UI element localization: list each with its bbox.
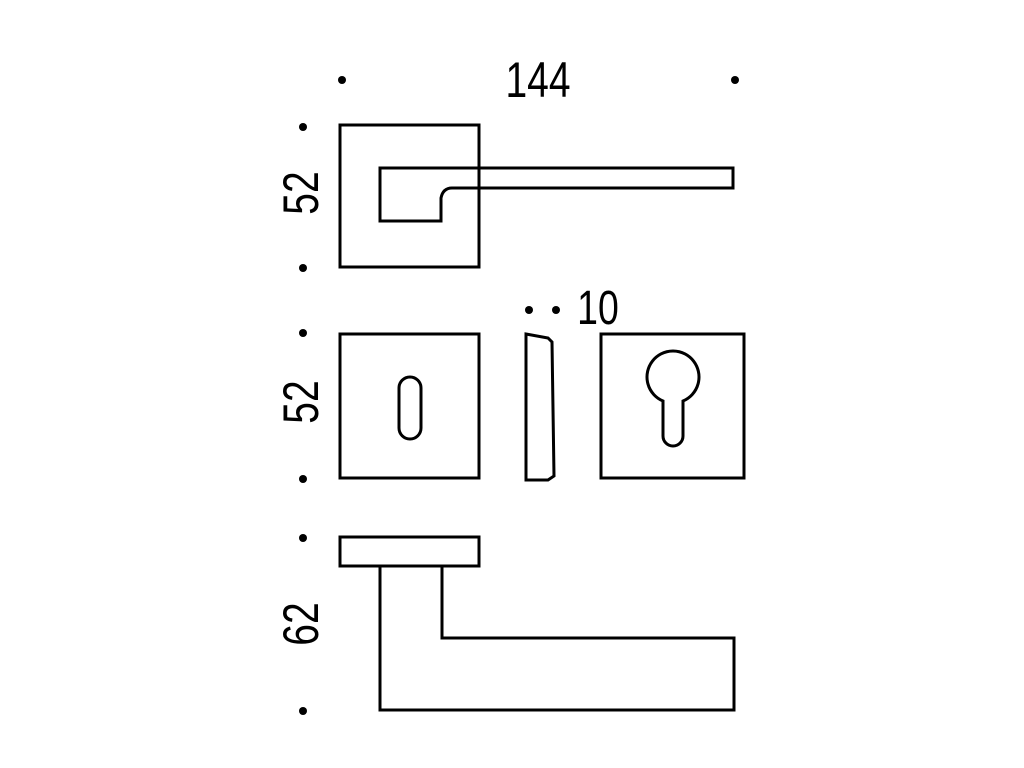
- top-view-handle: [338, 535, 736, 712]
- rose-height-bottom-dot: [299, 264, 307, 272]
- projection-bottom-dot: [299, 707, 307, 715]
- top-view-rose: [338, 535, 481, 568]
- thickness-dimension: 10: [525, 282, 619, 336]
- keyhole-escutcheon-plate: [338, 332, 481, 480]
- projection-label: 62: [272, 602, 329, 645]
- width-dimension-start-dot: [338, 76, 346, 84]
- width-dimension: 144: [338, 51, 739, 108]
- euro-cylinder-escutcheon: [599, 332, 746, 480]
- front-view-square-rose: [338, 123, 481, 269]
- euro-cylinder-escutcheon-plate: [599, 332, 746, 480]
- front-view-lever: [378, 166, 735, 223]
- escutcheon-height-bottom-dot: [299, 475, 307, 483]
- keyhole-slot: [397, 375, 423, 441]
- keyhole-escutcheon: [338, 332, 481, 480]
- escutcheon-height-top-dot: [299, 329, 307, 337]
- front-view-handle: [338, 123, 735, 269]
- escutcheon-side-profile: [524, 332, 556, 482]
- width-dimension-label: 144: [505, 51, 570, 108]
- width-dimension-end-dot: [731, 76, 739, 84]
- escutcheon-height-dimension: 52: [272, 329, 329, 483]
- escutcheon-height-label: 52: [272, 380, 329, 423]
- rose-height-dimension: 52: [272, 123, 329, 272]
- projection-top-dot: [299, 534, 307, 542]
- rose-height-top-dot: [299, 123, 307, 131]
- thickness-dimension-start-dot: [525, 306, 533, 314]
- thickness-dimension-label: 10: [577, 282, 619, 336]
- euro-cylinder-hole: [645, 349, 701, 448]
- escutcheon-side-view: [524, 332, 556, 482]
- projection-dimension: 62: [272, 534, 329, 715]
- thickness-dimension-end-dot: [552, 306, 560, 314]
- top-view-lever: [378, 564, 736, 712]
- rose-height-label: 52: [272, 171, 329, 214]
